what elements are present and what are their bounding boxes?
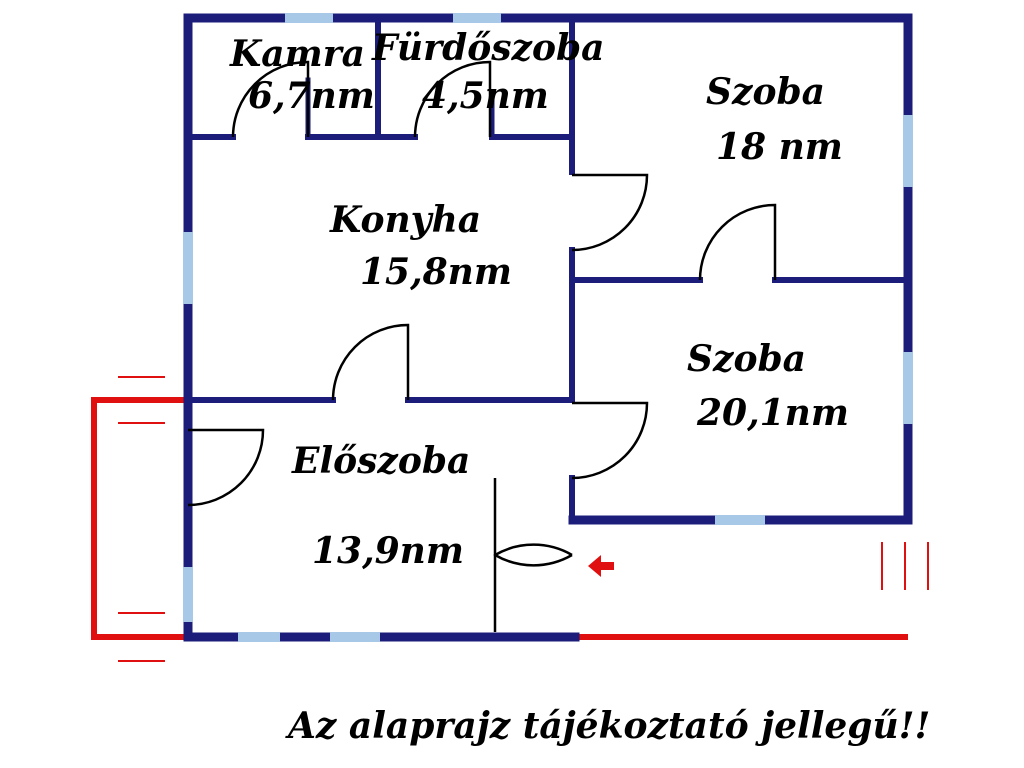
room-area-szoba-2: 20,1nm [696,392,849,434]
railing-marks-bottom [118,612,165,662]
room-area-eloszoba: 13,9nm [312,530,464,572]
window-bottom-right [715,515,765,525]
disclaimer-text: Az alaprajz tájékoztató jellegű!! [285,705,930,747]
room-name-eloszoba: Előszoba [291,440,470,482]
door-side-entrance [187,428,265,507]
room-name-furdoszoba: Fürdőszoba [371,27,604,69]
door-szoba-to-szoba [698,203,777,281]
room-area-konyha: 15,8nm [360,251,512,293]
door-main-entrance-upper [493,478,573,567]
door-kitchen-to-hall [331,323,410,401]
door-furdoszoba [413,60,492,138]
door-hall-to-szoba [571,401,649,480]
window-bottom-2 [330,632,380,642]
window-top-1 [285,13,333,23]
door-main-entrance-lower [493,543,573,632]
window-left-2 [183,567,193,622]
door-kamra [231,60,310,138]
window-right-1 [903,115,913,187]
doors [187,60,777,632]
window-bottom-1 [238,632,280,642]
window-top-2 [453,13,501,23]
room-area-kamra: 6,7nm [248,75,375,117]
room-area-szoba-1: 18 nm [716,126,843,168]
railing-marks-top [118,376,165,424]
windows [183,13,913,642]
door-kitchen-to-szoba [571,173,649,252]
room-area-furdoszoba: 4,5nm [422,75,549,117]
room-name-kamra: Kamra [229,33,365,75]
exterior-lines [91,376,929,662]
room-name-szoba-2: Szoba [687,338,806,380]
window-right-2 [903,352,913,424]
room-name-szoba-1: Szoba [706,71,825,113]
railing-marks-right [881,542,929,590]
room-name-konyha: Konyha [329,199,481,241]
window-left-1 [183,232,193,304]
red-arrow-left-icon [588,555,614,577]
